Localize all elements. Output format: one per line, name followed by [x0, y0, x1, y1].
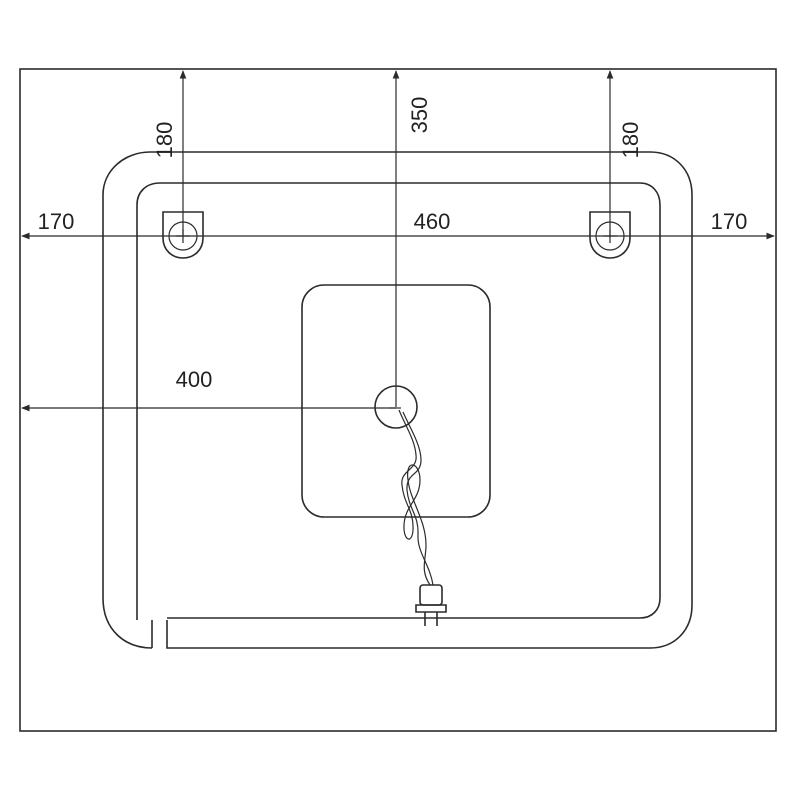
dim-label-top-left: 180: [152, 122, 177, 159]
dim-label-center: 400: [176, 367, 213, 392]
dim-label-right: 170: [711, 209, 748, 234]
power-cable-return: [402, 411, 434, 586]
dim-label-left: 170: [38, 209, 75, 234]
power-plug-icon: [415, 584, 447, 626]
dim-label-top-center: 350: [407, 97, 432, 134]
power-cable: [398, 409, 431, 586]
dim-label-top-right: 180: [618, 122, 643, 159]
wall-outline: [19, 68, 777, 732]
dim-label-middle: 460: [414, 209, 451, 234]
mirror-inner-edge: [136, 182, 661, 620]
mirror-outer-edge: [102, 151, 693, 649]
